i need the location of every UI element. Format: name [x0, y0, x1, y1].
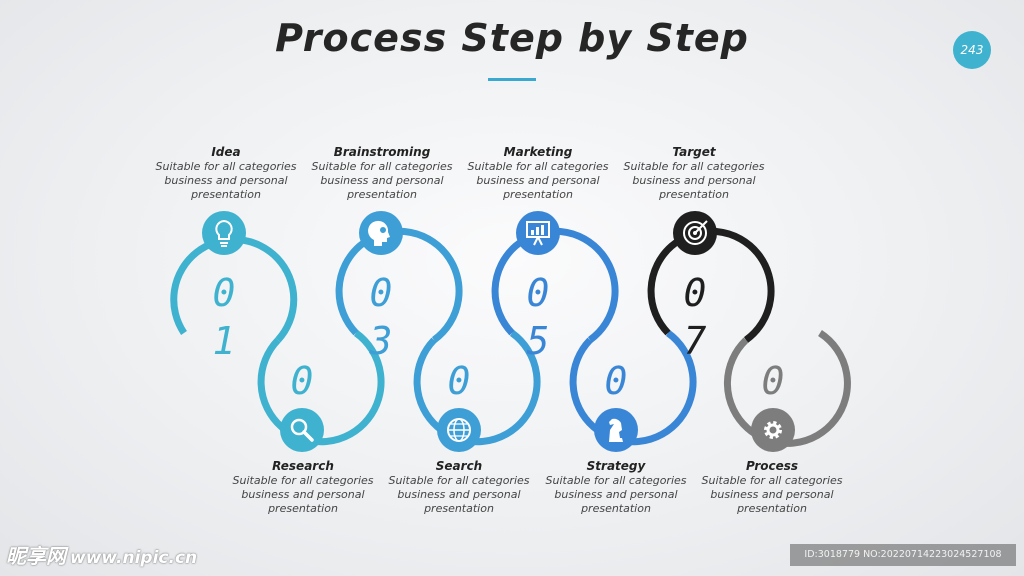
step-3-title: Brainstroming — [333, 145, 431, 159]
step-4-desc: Suitable for all categories business and… — [388, 474, 530, 515]
step-6-text: Strategy Suitable for all categories bus… — [531, 459, 701, 516]
step-2-number-tens: 0 — [291, 359, 314, 403]
step-4-text: Search Suitable for all categories busin… — [374, 459, 544, 516]
watermark-id-strip: ID:3018779 NO:20220714223024527108 — [790, 544, 1016, 566]
step-6-number-tens: 0 — [605, 359, 628, 403]
step-6-loop — [569, 330, 697, 446]
target-icon — [673, 211, 717, 255]
step-2-loop — [257, 330, 385, 446]
step-3-desc: Suitable for all categories business and… — [311, 160, 453, 201]
step-1-number-ones: 1 — [213, 319, 236, 363]
step-8-loop — [724, 330, 851, 447]
step-7-desc: Suitable for all categories business and… — [623, 160, 765, 201]
step-5-text: Marketing Suitable for all categories bu… — [453, 145, 623, 202]
step-6-title: Strategy — [586, 459, 646, 473]
step-2-title: Research — [272, 459, 334, 473]
step-7-number-ones: 7 — [684, 319, 707, 363]
gear-icon — [751, 408, 795, 452]
presentation-board-icon — [516, 211, 560, 255]
step-3-loop — [335, 227, 463, 343]
step-1-desc: Suitable for all categories business and… — [155, 160, 297, 201]
step-5-number-ones: 5 — [527, 319, 550, 363]
step-4-title: Search — [435, 459, 483, 473]
step-1-number-tens: 0 — [213, 271, 236, 315]
title-underline — [488, 78, 536, 81]
step-2-desc: Suitable for all categories business and… — [232, 474, 374, 515]
page-number-badge: 243 — [953, 31, 991, 69]
step-1-title: Idea — [211, 145, 241, 159]
magnifier-icon — [280, 408, 324, 452]
step-4-loop — [413, 330, 541, 446]
step-3-number-tens: 0 — [370, 271, 393, 315]
step-5-number-tens: 0 — [527, 271, 550, 315]
step-5-loop — [491, 227, 619, 343]
step-7-title: Target — [672, 145, 716, 159]
step-7-text: Target Suitable for all categories busin… — [609, 145, 779, 202]
step-2-text: Research Suitable for all categories bus… — [218, 459, 388, 516]
step-8-title: Process — [745, 459, 799, 473]
step-3-number-ones: 3 — [369, 319, 393, 363]
globe-icon — [437, 408, 481, 452]
head-gear-icon — [359, 211, 403, 255]
step-1-text: Idea Suitable for all categories busines… — [141, 145, 311, 202]
step-8-desc: Suitable for all categories business and… — [701, 474, 843, 515]
step-5-desc: Suitable for all categories business and… — [467, 160, 609, 201]
step-3-text: Brainstroming Suitable for all categorie… — [297, 145, 467, 202]
watermark-logo-text: 昵享网 — [6, 544, 66, 568]
page-title: Process Step by Step — [275, 16, 749, 60]
step-8-text: Process Suitable for all categories busi… — [687, 459, 857, 516]
watermark-url: www.nipic.cn — [70, 548, 198, 568]
chess-knight-icon — [594, 408, 638, 452]
lightbulb-icon — [202, 211, 246, 255]
step-4-number-tens: 0 — [448, 359, 471, 403]
step-8-number-tens: 0 — [762, 359, 785, 403]
step-5-title: Marketing — [503, 145, 573, 159]
step-6-desc: Suitable for all categories business and… — [545, 474, 687, 515]
step-7-number-tens: 0 — [684, 271, 707, 315]
